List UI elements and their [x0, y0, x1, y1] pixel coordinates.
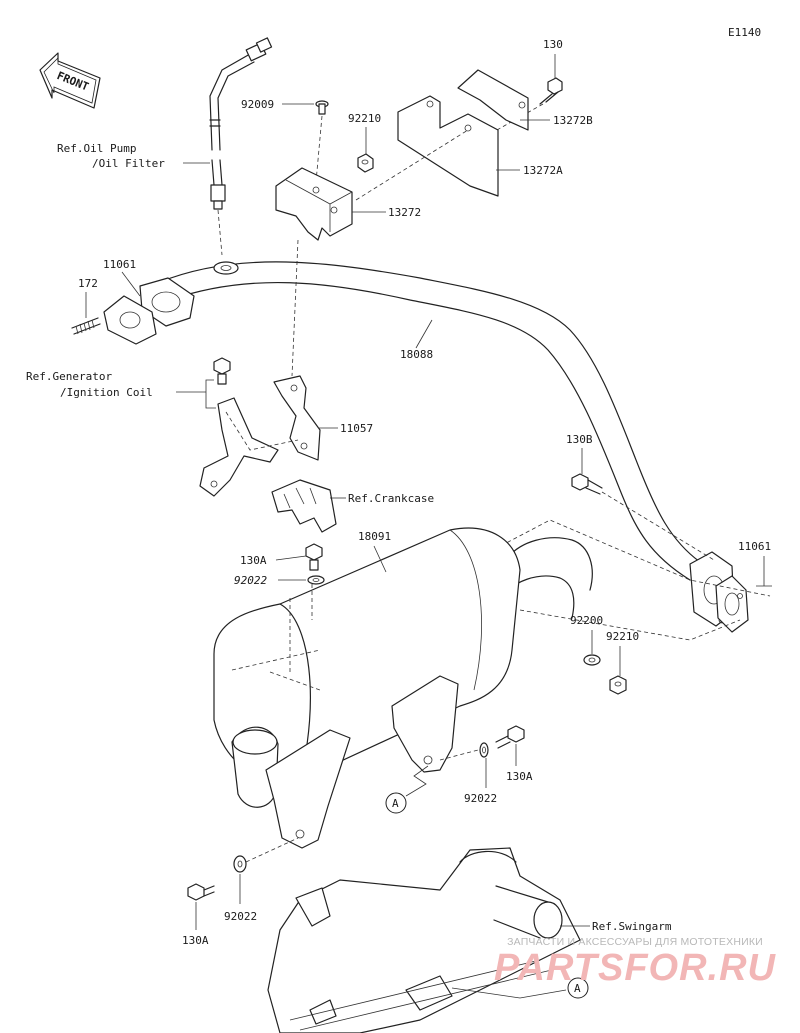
circle-a-mid-label: A	[392, 797, 399, 810]
gasket-11061-left	[103, 295, 157, 345]
leader-11061-left	[121, 271, 141, 297]
part-92210-right-label: 92210	[606, 630, 639, 643]
part-130A-bottom-label: 130A	[182, 934, 209, 947]
screw-92009	[315, 100, 329, 183]
part-130B-label: 130B	[566, 433, 593, 446]
plate-13272A	[397, 95, 499, 197]
part-92022-mid-label: 92022	[464, 792, 497, 805]
washer-92200	[583, 654, 601, 666]
part-172-label: 172	[78, 277, 98, 290]
plate-13272B	[457, 69, 529, 131]
bolt-130A-bottom	[187, 883, 215, 901]
swingarm-part	[267, 847, 581, 1033]
part-11057-label: 11057	[340, 422, 373, 435]
leader-ref-generator	[176, 379, 216, 409]
bolt-130A-mid	[495, 725, 525, 749]
leader-circle-a-mid	[405, 765, 429, 797]
oil-pipe	[209, 37, 273, 256]
part-130A-mid-label: 130A	[506, 770, 533, 783]
diagram-code: E1140	[728, 26, 761, 39]
bracket-11057	[199, 239, 321, 497]
part-92210-top-label: 92210	[348, 112, 381, 125]
part-11061-left-label: 11061	[103, 258, 136, 271]
ref-oil-pump-label-2: /Oil Filter	[92, 157, 165, 170]
callout-circle-a-mid	[385, 792, 407, 814]
bolt-130A-top	[305, 543, 323, 571]
part-92022-top-label: 92022	[234, 574, 267, 587]
dash-line-bottom	[245, 837, 299, 863]
washer-92022-top	[307, 575, 325, 585]
part-11061-right-label: 11061	[738, 540, 771, 553]
washer-92022-mid	[479, 742, 489, 758]
bolt-generator	[213, 357, 231, 385]
washer-92022-bottom	[233, 855, 247, 873]
part-13272-label: 13272	[388, 206, 421, 219]
part-130-label: 130	[543, 38, 563, 51]
bolt-130B	[571, 473, 715, 561]
leader-18091	[373, 545, 387, 573]
gasket-11061-right	[715, 575, 749, 633]
stud-172	[71, 317, 101, 335]
nut-92210-right	[609, 675, 627, 695]
part-92200-label: 92200	[570, 614, 603, 627]
ref-generator-label-2: /Ignition Coil	[60, 386, 153, 399]
leader-11061-right	[756, 556, 772, 587]
part-13272A-label: 13272A	[523, 164, 563, 177]
bolt-130	[464, 77, 563, 149]
crankcase-part	[271, 479, 337, 533]
leader-18088	[415, 319, 433, 349]
part-13272B-label: 13272B	[553, 114, 593, 127]
front-arrow-icon: FRONT	[39, 52, 101, 109]
leader-circle-a-bottom	[451, 987, 567, 999]
muffler-18091	[213, 519, 771, 849]
leader-130A-top	[275, 555, 307, 561]
part-92009-label: 92009	[241, 98, 274, 111]
ref-generator-label-1: Ref.Generator	[26, 370, 112, 383]
part-18088-label: 18088	[400, 348, 433, 361]
nut-92210-top	[357, 153, 374, 173]
ref-swingarm-label: Ref.Swingarm	[592, 920, 672, 933]
ref-oil-pump-label-1: Ref.Oil Pump	[57, 142, 136, 155]
part-18091-label: 18091	[358, 530, 391, 543]
part-92022-bottom-label: 92022	[224, 910, 257, 923]
dash-line-13272	[355, 129, 469, 201]
circle-a-bottom-label: A	[574, 982, 581, 995]
callout-circle-a-bottom	[567, 977, 589, 999]
ref-crankcase-label: Ref.Crankcase	[348, 492, 434, 505]
bracket-13272	[275, 167, 353, 241]
part-130A-top-label: 130A	[240, 554, 267, 567]
